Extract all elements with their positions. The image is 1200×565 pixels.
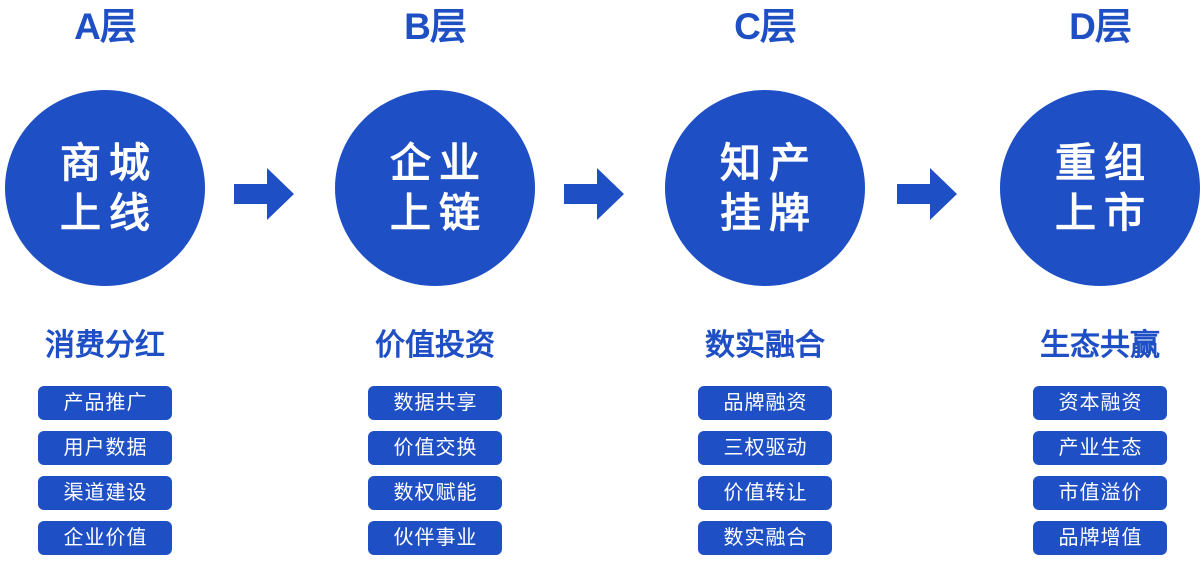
list-item[interactable]: 产品推广 [38,386,172,420]
arrow-right-icon [564,168,624,220]
list-item[interactable]: 价值交换 [368,431,502,465]
list-item[interactable]: 三权驱动 [698,431,832,465]
list-item[interactable]: 用户数据 [38,431,172,465]
stage-circle-c-line2: 挂牌 [720,190,818,236]
layer-label-a: A层 [74,6,137,47]
stage-column-d: D层 重组 上市 生态共赢 资本融资 产业生态 市值溢价 品牌增值 [995,0,1200,565]
list-item[interactable]: 渠道建设 [38,476,172,510]
stage-circle-c[interactable]: 知产 挂牌 [665,90,865,286]
stage-circle-a-line2: 上线 [60,190,158,236]
layer-label-b: B层 [404,6,467,47]
stage-column-c: C层 知产 挂牌 数实融合 品牌融资 三权驱动 价值转让 数实融合 [660,0,870,565]
stage-item-list-c: 品牌融资 三权驱动 价值转让 数实融合 [660,386,870,555]
list-item[interactable]: 数据共享 [368,386,502,420]
list-item[interactable]: 品牌增值 [1033,521,1167,555]
stage-column-b: B层 企业 上链 价值投资 数据共享 价值交换 数权赋能 伙伴事业 [330,0,540,565]
stage-subtitle-d: 生态共赢 [1040,329,1160,362]
list-item[interactable]: 产业生态 [1033,431,1167,465]
stage-item-list-a: 产品推广 用户数据 渠道建设 企业价值 [0,386,210,555]
layer-label-c: C层 [734,6,797,47]
list-item[interactable]: 伙伴事业 [368,521,502,555]
arrow-right-icon [897,168,957,220]
list-item[interactable]: 价值转让 [698,476,832,510]
arrow-right-icon [234,168,294,220]
list-item[interactable]: 市值溢价 [1033,476,1167,510]
stage-circle-d-line1: 重组 [1055,140,1153,186]
list-item[interactable]: 数权赋能 [368,476,502,510]
list-item[interactable]: 品牌融资 [698,386,832,420]
stage-circle-c-line1: 知产 [720,140,818,186]
stage-circle-d[interactable]: 重组 上市 [1000,90,1200,286]
stage-subtitle-c: 数实融合 [705,329,825,362]
stage-item-list-b: 数据共享 价值交换 数权赋能 伙伴事业 [330,386,540,555]
list-item[interactable]: 企业价值 [38,521,172,555]
layer-label-d: D层 [1069,6,1132,47]
stage-column-a: A层 商城 上线 消费分红 产品推广 用户数据 渠道建设 企业价值 [0,0,210,565]
stage-circle-b-line2: 上链 [390,190,488,236]
stage-circle-b[interactable]: 企业 上链 [335,90,535,286]
stage-circle-a-line1: 商城 [60,140,158,186]
stage-circle-a[interactable]: 商城 上线 [5,90,205,286]
stage-item-list-d: 资本融资 产业生态 市值溢价 品牌增值 [995,386,1200,555]
list-item[interactable]: 资本融资 [1033,386,1167,420]
stage-subtitle-a: 消费分红 [45,329,165,362]
list-item[interactable]: 数实融合 [698,521,832,555]
stage-circle-d-line2: 上市 [1055,190,1153,236]
stage-subtitle-b: 价值投资 [375,329,495,362]
stage-circle-b-line1: 企业 [390,140,488,186]
